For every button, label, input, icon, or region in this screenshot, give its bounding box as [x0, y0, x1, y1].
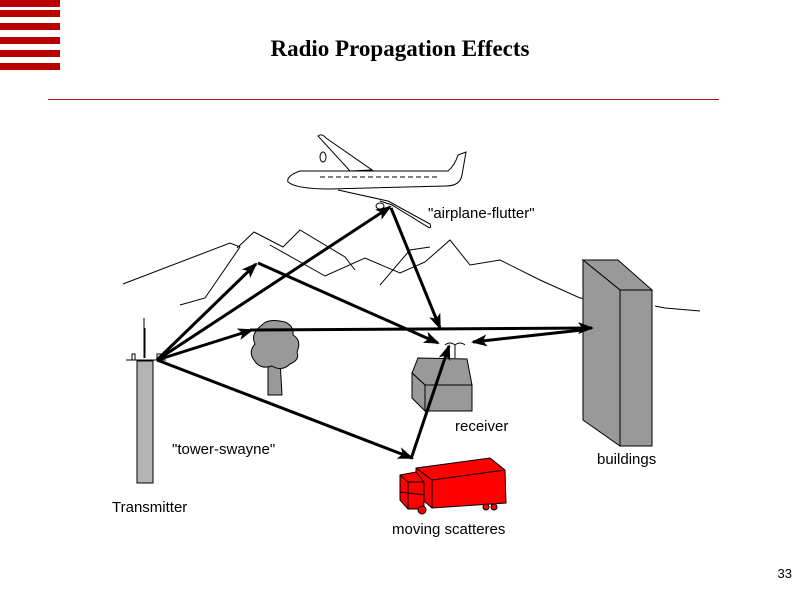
ray-truck-to-receiver — [409, 344, 451, 460]
ray-to-tree — [156, 328, 254, 362]
title-divider — [48, 99, 719, 100]
tower-icon — [126, 318, 166, 484]
ray-to-airplane — [156, 205, 392, 362]
tower-label: "tower-swayne" — [172, 441, 276, 458]
stripe — [0, 10, 60, 17]
stripe — [0, 0, 60, 7]
truck-label: moving scatteres — [392, 521, 506, 538]
signal-rays — [155, 205, 594, 460]
airplane-icon — [287, 134, 467, 229]
tree-icon — [250, 320, 300, 396]
stripe — [0, 63, 60, 70]
airplane-label: "airplane-flutter" — [428, 205, 535, 222]
stripe — [0, 37, 60, 44]
house-icon — [411, 342, 473, 413]
receiver-label: receiver — [455, 418, 509, 435]
ray-to-mountain — [155, 262, 258, 362]
buildings-label: buildings — [597, 451, 657, 468]
page-number: 33 — [777, 566, 792, 581]
ray-airplane-to-receiver — [389, 207, 442, 330]
ray-to-truck — [156, 358, 414, 460]
mountains-icon — [122, 229, 701, 312]
truck-icon — [399, 457, 507, 515]
ray-tree-to-building — [249, 322, 594, 335]
stripe — [0, 23, 60, 30]
transmitter-label: Transmitter — [112, 499, 188, 516]
slide-title: Radio Propagation Effects — [270, 36, 530, 61]
building-icon — [581, 258, 654, 447]
stripe — [0, 50, 60, 57]
ray-building-to-receiver — [471, 328, 583, 347]
